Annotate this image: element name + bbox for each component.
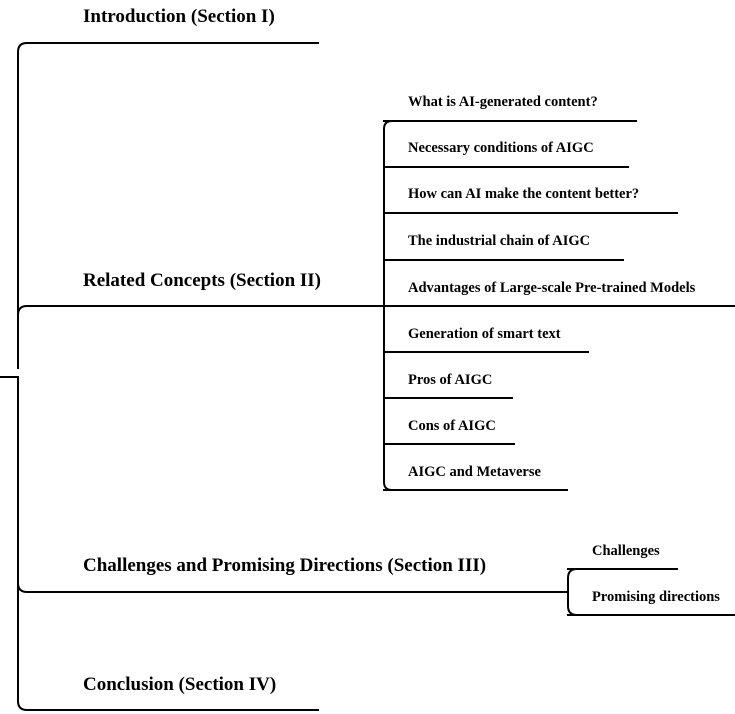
sub-spine-3 — [567, 567, 579, 617]
section-title-introduction: Introduction (Section I) — [83, 6, 275, 27]
topic-challenges: Challenges — [592, 543, 660, 559]
topic-what-is-aigc: What is AI-generated content? — [408, 94, 598, 110]
topic-industrial-chain: The industrial chain of AIGC — [408, 233, 591, 249]
topic-cons: Cons of AIGC — [408, 418, 496, 434]
main-branch-1 — [17, 42, 319, 369]
topic-content-better: How can AI make the content better? — [408, 186, 640, 202]
topic-necessary-conditions: Necessary conditions of AIGC — [408, 140, 594, 156]
main-branch-4 — [17, 582, 319, 711]
topic-pros: Pros of AIGC — [408, 372, 493, 388]
main-branch-2 — [16, 305, 735, 317]
topic-promising-directions: Promising directions — [592, 589, 720, 605]
topic-metaverse: AIGC and Metaverse — [408, 464, 541, 480]
topic-smart-text: Generation of smart text — [408, 326, 561, 342]
section-title-related-concepts: Related Concepts (Section II) — [83, 270, 322, 291]
topic-pretrained-models: Advantages of Large-scale Pre-trained Mo… — [408, 280, 696, 296]
section-title-conclusion: Conclusion (Section IV) — [83, 674, 277, 695]
section-title-challenges: Challenges and Promising Directions (Sec… — [83, 555, 487, 576]
